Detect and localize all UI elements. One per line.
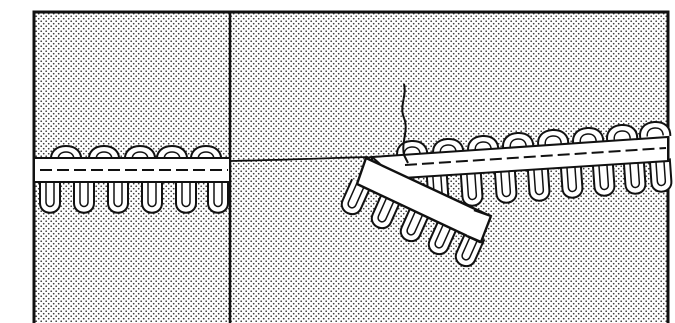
sewing-illustration [0,0,675,323]
